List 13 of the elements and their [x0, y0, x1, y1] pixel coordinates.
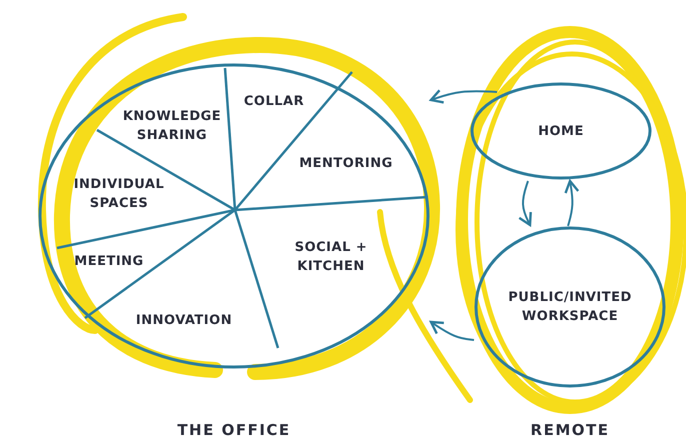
- section-heading: THE OFFICE: [176, 421, 292, 440]
- segment-label: MENTORING: [285, 154, 407, 176]
- segment-label: INDIVIDUAL SPACES: [60, 175, 178, 215]
- segment-label: MEETING: [62, 252, 156, 274]
- place-label: HOME: [537, 122, 585, 140]
- arrow: [430, 89, 498, 104]
- segment-label: SOCIAL + KITCHEN: [275, 238, 387, 278]
- arrow: [518, 180, 532, 226]
- segment-label: INNOVATION: [120, 311, 248, 333]
- arrow: [430, 320, 474, 341]
- arrow: [564, 180, 580, 226]
- place-label: PUBLIC/INVITED WORKSPACE: [507, 289, 633, 326]
- section-heading: REMOTE: [530, 421, 610, 440]
